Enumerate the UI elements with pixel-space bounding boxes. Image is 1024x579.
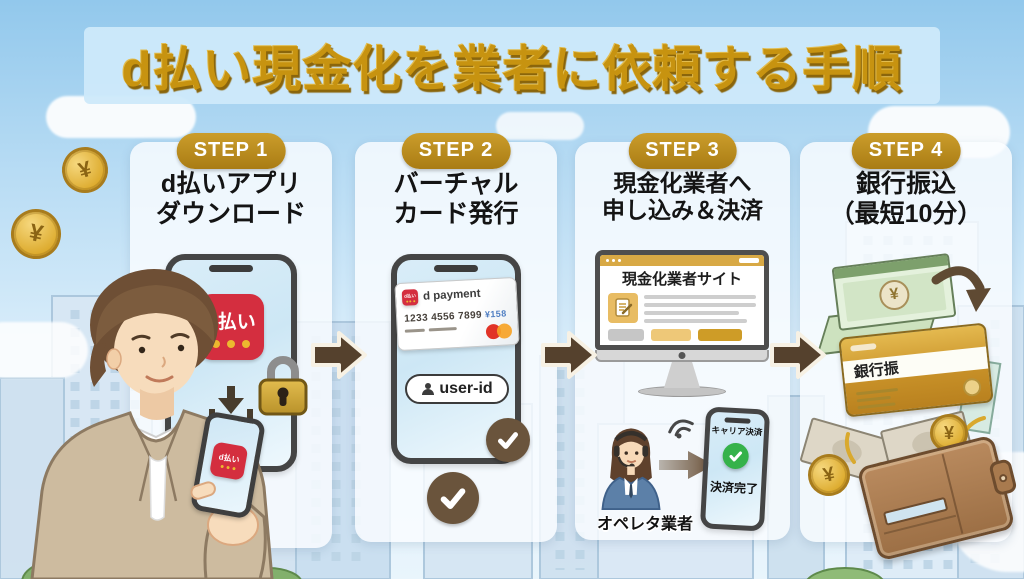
operator-illustration [601,428,661,510]
step-arrow-icon [311,331,367,379]
padlock-icon [258,356,308,416]
monitor-stand [664,362,700,388]
step-badge: STEP 2 [401,133,511,169]
step-title-line1: 銀行振込 [855,170,956,198]
gradient-arrow-icon [659,451,714,479]
step-title: d払いアプリ ダウンロード [130,170,332,229]
step-title-line2: カード発行 [393,199,519,228]
card-number: 1233 4556 7899¥158 [403,308,507,325]
step-title: 現金化業者へ 申し込み＆決済 [575,170,790,224]
step-arrow-icon [541,331,597,379]
step-title-line2: ダウンロード [155,199,306,228]
operator-label: オペレタ業者 [596,516,693,533]
website-heading: 現金化業者サイト [621,271,742,288]
user-id-pill: user-id [405,374,509,404]
buttons-row [600,327,764,341]
cloud [0,322,88,378]
phone-notch [724,417,751,424]
curved-arrow-icon [931,266,991,312]
carrier-payment-label: キャリア決済 [711,424,763,438]
bank-card-label: 銀行振 [853,359,900,381]
card-brand-name: d payment [422,287,481,303]
step-title-line1: バーチャル [393,170,519,198]
card-brand: d払い d payment [401,286,481,306]
mastercard-icon [485,323,513,340]
step-badge: STEP 3 [628,133,737,169]
bank-card: 銀行振 [838,322,994,418]
user-id-label: user-id [439,380,493,397]
browser-bar [600,255,764,266]
monitor: 現金化業者サイト [595,250,769,397]
check-icon [427,472,479,524]
page-title: d払い現金化を業者に依頼する手順 [121,43,903,97]
phone-notch [434,265,478,272]
step-title-line2: 申し込み＆決済 [602,197,763,224]
payment-phone: キャリア決済 決済完了 [699,406,771,532]
step-card-4: STEP 4 銀行振込 （最短10分） ¥ 銀行振 ¥ ¥ ¥ [799,133,1018,562]
dpay-app-icon: d払い [209,441,249,481]
step-badge: STEP 1 [176,133,286,169]
card-amount: ¥158 [484,308,507,320]
card-disc [962,377,982,398]
browser-window: 現金化業者サイト [595,250,769,350]
phone-notch [209,265,253,272]
check-icon [486,418,530,462]
step-card-3: STEP 3 現金化業者へ 申し込み＆決済 現金化業者サイト [575,133,790,540]
cloud [496,112,584,140]
dpay-dots [212,339,250,348]
step-badge: STEP 4 [851,133,961,169]
step-title: 銀行振込 （最短10分） [800,170,1012,229]
step-title-line1: d払いアプリ [160,170,302,198]
step-title-line1: 現金化業者へ [613,170,752,196]
step-card-2: STEP 2 バーチャル カード発行 d払い d payment 1233 45… [355,133,557,542]
document-icon [608,293,638,323]
dpay-icon: d払い [401,289,419,306]
title-banner: d払い現金化を業者に依頼する手順 [84,27,940,104]
payment-done-label: 決済完了 [709,479,759,497]
wifi-icon [668,419,694,439]
text-lines [644,293,756,327]
step-title: バーチャル カード発行 [355,170,557,229]
user-icon [422,383,435,395]
virtual-card: d払い d payment 1233 4556 7899¥158 [394,276,520,352]
monitor-chin [595,350,769,362]
step-title-line2: （最短10分） [829,199,983,228]
step-arrow-icon [770,331,826,379]
success-check-icon [722,442,750,470]
